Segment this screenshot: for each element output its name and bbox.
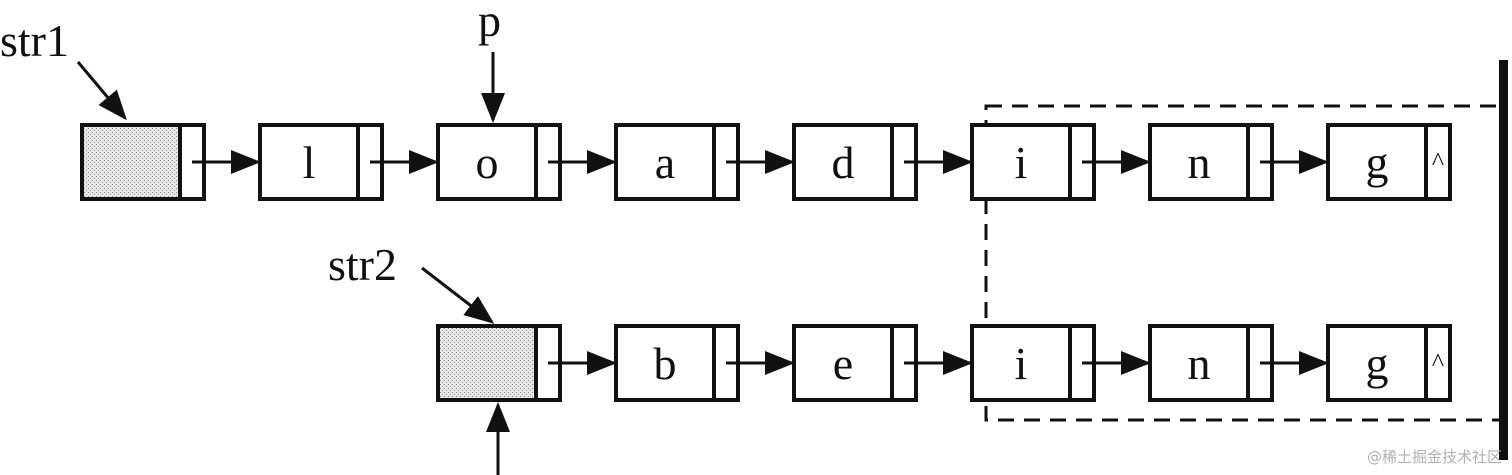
list1-node-0: l: [258, 123, 384, 201]
list2-node-3-value: n: [1188, 338, 1211, 389]
list2-node-2-value: i: [1015, 338, 1028, 389]
list1-node-4-value: i: [1015, 137, 1028, 188]
list2-node-0: b: [614, 324, 740, 402]
list1-node-4: i: [970, 123, 1096, 201]
label-str1: str1: [0, 15, 69, 66]
list1-node-6-box: [1326, 123, 1452, 201]
list2-node-2-box: [970, 324, 1096, 402]
arrow-str1-to-head: [76, 61, 127, 121]
list2-node-4: g^: [1326, 324, 1452, 402]
list1-node-2-box: [614, 123, 740, 201]
list1-node-5-box: [1148, 123, 1274, 201]
label-str2: str2: [328, 239, 397, 290]
list2-node-1: e: [792, 324, 918, 402]
list2-node-2: i: [970, 324, 1096, 402]
list2-node-1-value: e: [833, 338, 853, 389]
list1-node-5-value: n: [1188, 137, 1211, 188]
list1-node-6-null-marker: ^: [1432, 147, 1444, 176]
list1-node-2: a: [614, 123, 740, 201]
list1-node-1-value: o: [476, 137, 499, 188]
list1-node-0-box: [258, 123, 384, 201]
list1-node-0-value: l: [303, 137, 316, 188]
list1-node-2-value: a: [655, 137, 675, 188]
list1-node-6: g^: [1326, 123, 1452, 201]
list2-node-3-box: [1148, 324, 1274, 402]
list2-head-node: [436, 324, 562, 402]
list1-head-node-fill: [82, 125, 180, 199]
list2-node-4-value: g: [1366, 338, 1389, 389]
list1-node-1: o: [436, 123, 562, 201]
list1-node-3: d: [792, 123, 918, 201]
list1-head-node: [80, 123, 206, 201]
list1-node-5: n: [1148, 123, 1274, 201]
list2-node-3: n: [1148, 324, 1274, 402]
list2-node-4-box: [1326, 324, 1452, 402]
list2-node-1-box: [792, 324, 918, 402]
list1-node-6-value: g: [1366, 137, 1389, 188]
list1-node-1-box: [436, 123, 562, 201]
list1-node-3-box: [792, 123, 918, 201]
watermark-text: @稀土掘金技术社区: [1366, 448, 1502, 466]
right-boundary-bar: [1499, 60, 1508, 460]
list2-head-node-fill: [438, 326, 536, 400]
list1-node-3-value: d: [832, 137, 855, 188]
list2-node-4-null-marker: ^: [1432, 348, 1444, 377]
list2-node-0-box: [614, 324, 740, 402]
list1-node-4-box: [970, 123, 1096, 201]
arrow-str2-to-head: [421, 266, 495, 324]
label-p: p: [478, 0, 501, 46]
list2-node-0-value: b: [654, 338, 677, 389]
